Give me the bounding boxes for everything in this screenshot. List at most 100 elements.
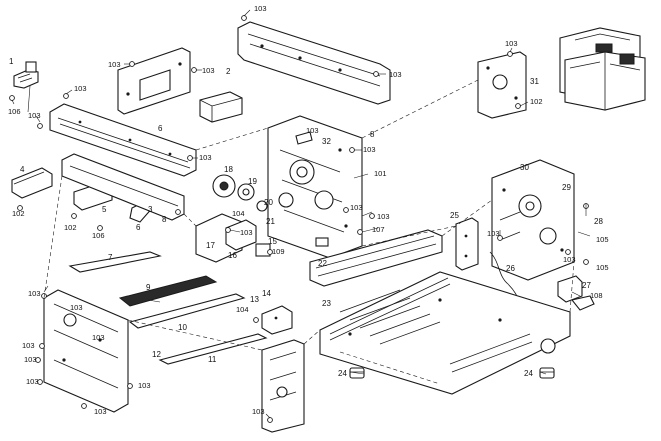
part-11-rail [158, 333, 268, 365]
label-26: 26 [506, 264, 515, 273]
label-102: 102 [64, 223, 77, 232]
label-103: 103 [28, 111, 41, 120]
label-103: 103 [306, 126, 319, 135]
label-22: 22 [318, 259, 327, 268]
part-13-bracket [261, 305, 293, 335]
machine-thumbnail [559, 27, 646, 111]
label-6: 6 [136, 223, 141, 232]
label-103: 103 [92, 333, 105, 342]
label-15: 15 [268, 237, 277, 246]
label-106: 106 [92, 231, 105, 240]
label-19: 19 [248, 177, 257, 186]
part-32-clip [295, 131, 313, 145]
part-10-rail [128, 293, 246, 329]
leader-lines [11, 9, 591, 419]
part-22-block [315, 237, 329, 247]
callout-labels: 103 103 103 103 103 103 103 103 103 103 … [8, 4, 609, 416]
label-103: 103 [24, 355, 37, 364]
label-103: 103 [26, 377, 39, 386]
label-12: 12 [152, 350, 161, 359]
label-103: 103 [487, 229, 500, 238]
part-6-left-rail [49, 103, 197, 177]
label-102: 102 [12, 209, 25, 218]
label-5: 5 [102, 205, 107, 214]
assembly-guide-lines [43, 79, 575, 351]
part-31-plate [477, 51, 527, 119]
label-103: 103 [108, 60, 121, 69]
label-14: 14 [262, 289, 271, 298]
label-103: 103 [350, 203, 363, 212]
label-6: 6 [158, 124, 163, 133]
label-103: 103 [202, 66, 215, 75]
part-9-bar [118, 275, 218, 307]
part-24-foot-right [539, 367, 555, 379]
label-24: 24 [524, 369, 533, 378]
label-11: 11 [208, 355, 217, 364]
label-103: 103 [389, 70, 402, 79]
label-2: 2 [226, 67, 231, 76]
label-28: 28 [594, 217, 603, 226]
label-32: 32 [322, 137, 331, 146]
label-103: 103 [22, 341, 35, 350]
label-103: 103 [138, 381, 151, 390]
label-103: 103 [252, 407, 265, 416]
label-103: 103 [28, 289, 41, 298]
label-103: 103 [254, 4, 267, 13]
label-109: 109 [272, 247, 285, 256]
label-102: 102 [530, 97, 543, 106]
label-108: 108 [590, 291, 603, 300]
label-103: 103 [505, 39, 518, 48]
label-103: 103 [94, 407, 107, 416]
label-4: 4 [20, 165, 25, 174]
part-2-box [199, 91, 243, 123]
label-8: 8 [162, 215, 167, 224]
label-21: 21 [266, 217, 275, 226]
label-24: 24 [338, 369, 347, 378]
rear-top-frame [237, 21, 391, 105]
label-103: 103 [563, 255, 576, 264]
label-105: 105 [596, 235, 609, 244]
label-1: 1 [9, 57, 14, 66]
right-drive-plate [491, 159, 575, 281]
part-7-plate [68, 251, 162, 273]
label-3: 3 [148, 205, 153, 214]
label-8: 8 [370, 130, 375, 139]
label-23: 23 [322, 299, 331, 308]
label-7: 7 [108, 253, 113, 262]
gear-cluster [212, 174, 268, 212]
label-29: 29 [562, 183, 571, 192]
label-103: 103 [74, 84, 87, 93]
label-9: 9 [146, 283, 151, 292]
label-103: 103 [363, 145, 376, 154]
left-front-frame [43, 289, 129, 413]
label-104: 104 [236, 305, 249, 314]
label-31: 31 [530, 77, 539, 86]
label-105: 105 [596, 263, 609, 272]
part-23-channel [309, 229, 443, 287]
label-106: 106 [8, 107, 21, 116]
label-27: 27 [582, 281, 591, 290]
clutch-assembly [195, 213, 271, 263]
label-17: 17 [206, 241, 215, 250]
part-1-bracket [13, 61, 39, 89]
left-upper-plate [117, 47, 191, 115]
part-4-bracket [11, 167, 53, 199]
part-25-bracket [455, 217, 479, 271]
label-103: 103 [70, 303, 83, 312]
right-front-frame [261, 339, 305, 433]
label-13: 13 [250, 295, 259, 304]
label-20: 20 [264, 198, 273, 207]
label-103: 103 [377, 212, 390, 221]
label-25: 25 [450, 211, 459, 220]
label-10: 10 [178, 323, 187, 332]
center-drive-plate [267, 115, 363, 259]
label-18: 18 [224, 165, 233, 174]
label-103: 103 [199, 153, 212, 162]
part-27-bracket [557, 275, 595, 311]
label-16: 16 [228, 251, 237, 260]
label-30: 30 [520, 163, 529, 172]
label-104: 104 [232, 209, 245, 218]
base-plate [319, 271, 571, 395]
label-107: 107 [372, 225, 385, 234]
